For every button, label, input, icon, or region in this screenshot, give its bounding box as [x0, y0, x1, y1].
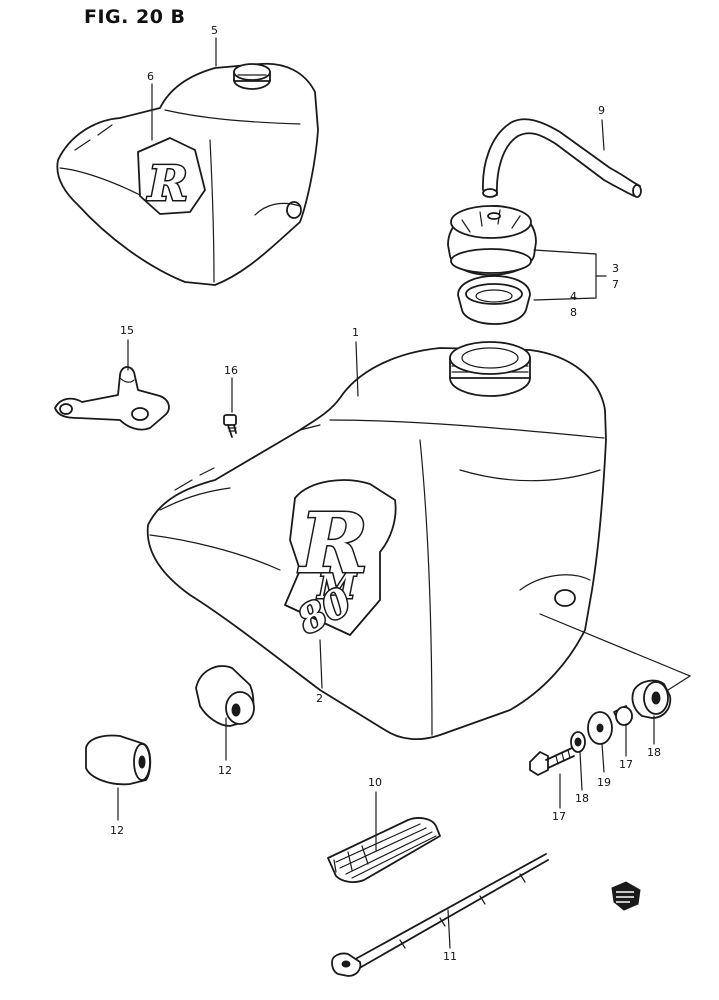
- callout-17: 17: [552, 810, 566, 823]
- hardware-group: [529, 613, 692, 776]
- callout-19: 19: [597, 776, 611, 789]
- clip-set: [327, 817, 441, 883]
- fuel-hose: [482, 118, 642, 198]
- damper-rubber-upper: [195, 665, 255, 727]
- callout-6-upper: 6: [147, 70, 154, 83]
- main-fuel-tank: R M 80: [146, 341, 607, 741]
- cap-gasket: [457, 275, 531, 325]
- bolt-14: [223, 414, 237, 438]
- callout-7: 7: [612, 278, 619, 291]
- callout-14: 16: [224, 364, 238, 377]
- callout-11: 11: [443, 950, 457, 963]
- callout-15: 17: [619, 758, 633, 771]
- cable-tie: [331, 853, 549, 977]
- callout-13: 15: [120, 324, 134, 337]
- callout-3: 3: [612, 262, 619, 275]
- main-emblem-sub: M: [317, 567, 357, 607]
- callout-12-lower: 12: [110, 824, 124, 837]
- damper-rubber-lower: [85, 734, 152, 786]
- callout-9: 9: [598, 104, 605, 117]
- small-fuel-tank: R: [56, 62, 319, 286]
- callout-12-upper: 12: [218, 764, 232, 777]
- callout-8: 8: [570, 306, 577, 319]
- callout-2: 2: [316, 692, 323, 705]
- callout-4: 4: [570, 290, 577, 303]
- small-emblem-text: R: [146, 156, 188, 212]
- figure-title: FIG. 20 B: [84, 6, 186, 28]
- front-arrow-icon: [611, 881, 641, 911]
- leader-lines: [117, 37, 655, 949]
- callout-labels: 5 6 9 3 7 4 8 15 1 16 2 18 17 12 10 19 1…: [110, 24, 661, 963]
- callout-10: 10: [368, 776, 382, 789]
- tank-bracket: [54, 366, 170, 431]
- main-emblem-letter: R: [298, 496, 368, 592]
- callout-5: 5: [211, 24, 218, 37]
- fuel-cap: [447, 205, 537, 276]
- callout-16: 18: [647, 746, 661, 759]
- callout-18: 18: [575, 792, 589, 805]
- callout-1: 1: [352, 326, 359, 339]
